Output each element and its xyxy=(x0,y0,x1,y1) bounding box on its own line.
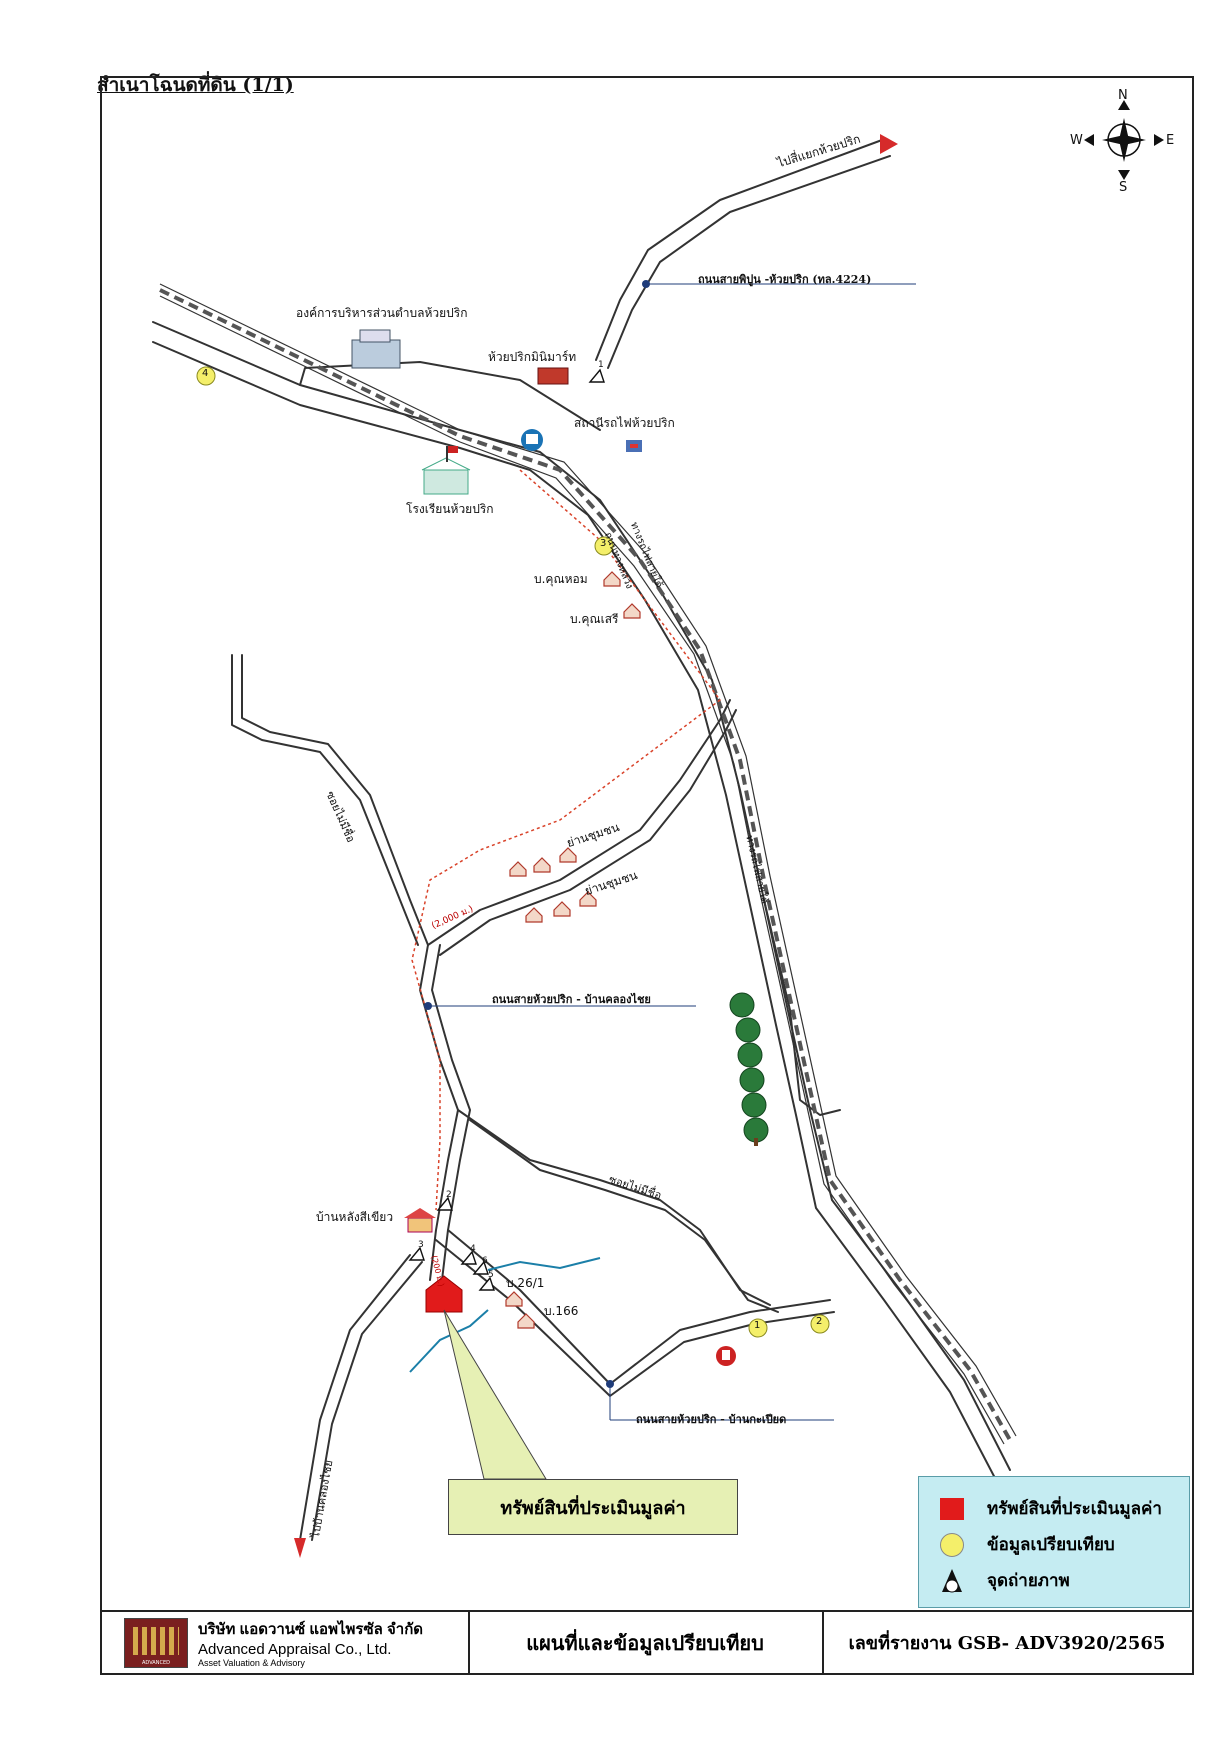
company-name-thai: บริษัท แอดวานซ์ แอพไพรซัล จำกัด xyxy=(198,1621,424,1638)
label-house-hom: บ.คุณหอม xyxy=(534,572,588,586)
legend-comparable-label: ข้อมูลเปรียบเทียบ xyxy=(987,1535,1115,1555)
legend-comparable-icon xyxy=(939,1532,965,1558)
footer-report-number: เลขที่รายงาน GSB- ADV3920/2565 xyxy=(848,1633,1166,1654)
soi-left-inner xyxy=(241,654,429,946)
compass-rose-icon xyxy=(1084,100,1164,180)
legend-subject-icon xyxy=(939,1496,965,1522)
label-house-sri: บ.คุณเสรี xyxy=(570,612,619,626)
legend-row-subject: ทรัพย์สินที่ประเมินมูลค่า xyxy=(939,1495,1162,1522)
photo-point-6-label: 6 xyxy=(482,1256,488,1266)
arrow-to-junction-icon xyxy=(880,134,898,154)
comparable-1-icon xyxy=(748,1318,768,1338)
comparable-markers xyxy=(196,366,830,1338)
subject-property-icon xyxy=(425,1275,463,1313)
subject-property-callout: ทรัพย์สินที่ประเมินมูลค่า xyxy=(448,1479,738,1535)
label-road-4224: ถนนสายพิปูน -ห้วยปริก (ทล.4224) xyxy=(698,273,872,286)
photo-point-5-label: 5 xyxy=(488,1270,494,1280)
label-station: สถานีรถไฟห้วยปริก xyxy=(574,416,675,430)
photo-point-1-icon xyxy=(588,368,605,383)
label-road-khlongchai: ถนนสายห้วยปริก - บ้านคลองไชย xyxy=(492,993,651,1006)
legend-row-comparables: ข้อมูลเปรียบเทียบ xyxy=(939,1531,1115,1558)
document-header: สำเนาโฉนดที่ดิน (1/1) xyxy=(97,74,294,96)
photo-point-1-label: 1 xyxy=(598,360,604,370)
highway-east-edge xyxy=(152,341,997,1481)
company-logo-icon: ADVANCED xyxy=(124,1617,188,1668)
photo-point-4-label: 4 xyxy=(470,1244,476,1254)
comparable-2-label: 2 xyxy=(816,1316,823,1327)
label-school: โรงเรียนห้วยปริก xyxy=(406,502,494,516)
map-legend: ทรัพย์สินที่ประเมินมูลค่า ข้อมูลเปรียบเท… xyxy=(918,1476,1190,1608)
road-to-junction xyxy=(595,139,883,361)
label-tao: องค์การบริหารส่วนตำบลห้วยปริก xyxy=(296,306,468,320)
community-houses-icon xyxy=(505,571,641,1329)
legend-photo-point-icon xyxy=(939,1568,965,1594)
comparable-1-label: 1 xyxy=(754,1320,761,1331)
label-h166: บ.166 xyxy=(544,1304,579,1318)
company-tagline: Asset Valuation & Advisory xyxy=(198,1658,305,1668)
photo-point-4-icon xyxy=(460,1250,477,1265)
compass-south: S xyxy=(1119,180,1128,195)
station-icon xyxy=(521,429,543,451)
railway-line xyxy=(159,288,1012,1441)
photo-point-6-icon xyxy=(472,1260,489,1275)
comparable-4-icon xyxy=(196,366,216,386)
road-label-lines xyxy=(428,283,916,1421)
compass-west: W xyxy=(1070,133,1083,148)
green-house-icon xyxy=(404,1208,436,1233)
arrow-to-khlongchai-icon xyxy=(294,1538,306,1558)
gas-station-icon xyxy=(626,440,642,452)
photo-point-2-icon xyxy=(436,1196,453,1211)
footer-company: ADVANCED บริษัท แอดวานซ์ แอพไพรซัล จำกัด… xyxy=(102,1612,470,1673)
compass-north: N xyxy=(1118,88,1128,103)
comparable-3-icon xyxy=(594,536,614,556)
temple-icon xyxy=(716,1346,736,1366)
school-icon xyxy=(421,446,471,495)
footer-bar: ADVANCED บริษัท แอดวานซ์ แอพไพรซัล จำกัด… xyxy=(100,1610,1194,1675)
canal-upper xyxy=(487,1257,601,1271)
callout-pointer xyxy=(443,1309,547,1480)
photo-point-3-label: 3 xyxy=(418,1240,424,1250)
label-house-green: บ้านหลังสีเขียว xyxy=(316,1210,394,1224)
legend-row-photo: จุดถ่ายภาพ xyxy=(939,1567,1070,1594)
photo-point-5-icon xyxy=(478,1276,495,1291)
comparable-4-label: 4 xyxy=(202,368,209,379)
soi-left-outer xyxy=(231,654,419,946)
label-minimart: ห้วยปริกมินิมาร์ท xyxy=(488,350,577,364)
legend-photo-point-label: จุดถ่ายภาพ xyxy=(987,1571,1070,1591)
comparable-2-icon xyxy=(810,1314,830,1334)
photo-point-2-label: 2 xyxy=(446,1190,452,1200)
tree-row-icon xyxy=(729,992,769,1146)
tao-building-icon xyxy=(351,329,401,369)
photo-point-3-icon xyxy=(408,1246,425,1261)
label-road-kapiad: ถนนสายห้วยปริก - บ้านกะเปียด xyxy=(636,1413,787,1426)
compass-east: E xyxy=(1166,133,1175,148)
photo-point-markers xyxy=(408,368,605,1291)
company-name-english: Advanced Appraisal Co., Ltd. xyxy=(198,1641,392,1658)
comparable-3-label: 3 xyxy=(600,538,607,549)
minimart-icon xyxy=(537,367,569,385)
footer-title: แผนที่และข้อมูลเปรียบเทียบ xyxy=(468,1612,824,1673)
legend-subject-label: ทรัพย์สินที่ประเมินมูลค่า xyxy=(987,1499,1162,1519)
label-h26: บ.26/1 xyxy=(506,1276,545,1290)
